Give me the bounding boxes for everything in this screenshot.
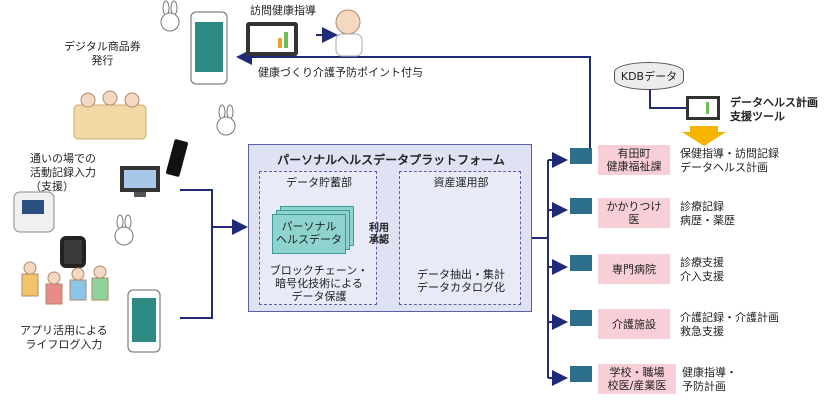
entity-specialty-hospital: 専門病院 (598, 254, 670, 284)
community-people-icon (73, 90, 147, 140)
output-bracket (532, 160, 549, 378)
health-plan-tool-label: データヘルス計画 支援ツール (730, 96, 818, 123)
platform-title: パーソナルヘルスデータプラットフォーム (277, 153, 505, 167)
points-label: 健康づくり介護予防ポイント付与 (258, 66, 423, 79)
entity-desc-care-facility: 介護記録・介護計画 救急支援 (680, 311, 779, 338)
entity-desc-health-welfare: 保健指導・訪問記録 データヘルス計画 (680, 147, 779, 174)
entity-pc-icons (570, 148, 592, 382)
entity-desc-family-doctor: 診療記録 病歴・薬歴 (680, 200, 735, 227)
nurse-icon (335, 9, 363, 57)
entity-care-facility: 介護施設 (598, 309, 670, 339)
tool-monitor-icon (686, 96, 720, 120)
community-label: 通いの場での 活動記録入力 （支援） (30, 152, 96, 193)
operations-title: 資産運用部 (433, 176, 489, 189)
entity-family-doctor: かかりつけ 医 (598, 198, 670, 228)
return-arrow (236, 49, 591, 150)
entity-school-workplace: 学校・職場 校医/産業医 (598, 364, 676, 394)
storage-title: データ貯蓄部 (286, 176, 352, 189)
entity-desc-school-workplace: 健康指導・ 予防計画 (682, 366, 737, 393)
entity-health-welfare-dept: 有田町 健康福祉課 (598, 145, 670, 175)
digital-voucher-label: デジタル商品券 発行 (64, 40, 141, 67)
entity-desc-specialty-hospital: 診療支援 介入支援 (680, 256, 724, 283)
input-bracket (180, 189, 246, 319)
exercise-people-icon (21, 261, 109, 305)
storage-section: データ貯蓄部 パーソナル ヘルスデータ ブロックチェーン・ 暗号化技術による デ… (259, 171, 377, 305)
data-platform: パーソナルヘルスデータプラットフォーム データ貯蓄部 パーソナル ヘルスデータ … (248, 144, 532, 312)
pc-icon-left (120, 166, 160, 197)
personal-health-data-card: パーソナル ヘルスデータ (272, 214, 346, 254)
operations-section: 資産運用部 データ抽出・集計 データカタログ化 (399, 171, 521, 305)
smartphone-icon-top (190, 11, 228, 85)
tablet-icon (246, 22, 298, 56)
visit-guidance-label: 訪問健康指導 (250, 4, 316, 17)
storage-notes: ブロックチェーン・ 暗号化技術による データ保護 (269, 264, 369, 303)
rabbit-mascot-icon (114, 0, 236, 246)
app-lifelog-label: アプリ活用による ライフログ入力 (20, 324, 108, 351)
smartphone-icon-bottom (127, 289, 161, 353)
tool-arrow (682, 126, 726, 146)
smartwatch-icon (60, 236, 86, 268)
kdb-data-cylinder: KDBデータ (614, 62, 684, 90)
blood-pressure-monitor-icon (13, 191, 55, 233)
operations-notes: データ抽出・集計 データカタログ化 (417, 268, 505, 294)
black-phone-icon (166, 139, 188, 177)
usage-approval-label: 利用 承認 (369, 223, 389, 246)
